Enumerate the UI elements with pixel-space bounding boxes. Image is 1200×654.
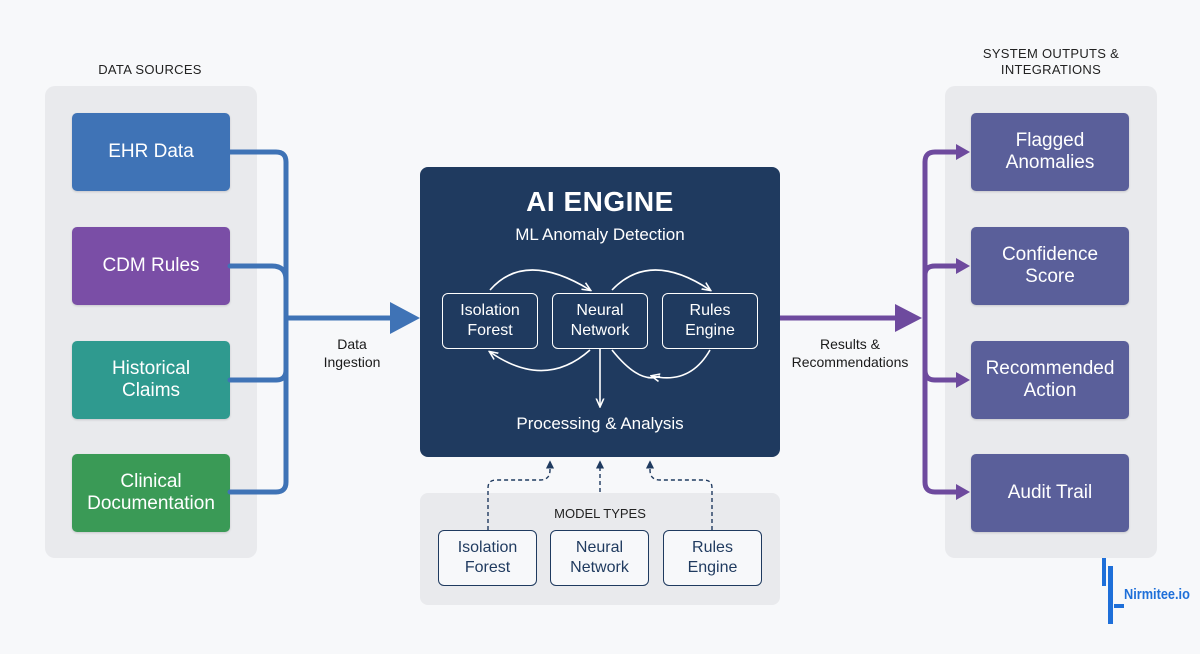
model-types-title: MODEL TYPES <box>554 506 646 521</box>
output-label: Flagged Anomalies <box>1005 130 1095 173</box>
source-label: CDM Rules <box>102 255 200 276</box>
output-arrowhead-4 <box>956 484 970 500</box>
output-label: Confidence Score <box>1001 244 1099 287</box>
model-type-neural-network[interactable]: Neural Network <box>550 530 649 586</box>
output-arrowhead-2 <box>956 258 970 274</box>
model-label: Isolation Forest <box>460 302 520 339</box>
model-type-label: Neural Network <box>570 539 629 576</box>
source-cdm-rules[interactable]: CDM Rules <box>72 227 230 305</box>
model-label: Neural Network <box>570 302 630 339</box>
nirmitee-logo-text: Nirmitee.io <box>1124 586 1190 603</box>
model-type-rules-engine[interactable]: Rules Engine <box>663 530 762 586</box>
engine-model-rules-engine[interactable]: Rules Engine <box>662 293 758 349</box>
model-type-connectors <box>487 460 713 530</box>
source-label: EHR Data <box>108 141 194 162</box>
results-recommendations-label: Results & Recommendations <box>791 336 909 370</box>
engine-model-isolation-forest[interactable]: Isolation Forest <box>442 293 538 349</box>
source-clinical-documentation[interactable]: Clinical Documentation <box>72 454 230 532</box>
data-ingestion-label: Data Ingestion <box>323 336 381 370</box>
ai-engine-box <box>420 167 780 457</box>
model-type-label: Isolation Forest <box>457 539 518 576</box>
data-sources-title: DATA SOURCES <box>98 62 202 77</box>
output-arrowhead-3 <box>956 372 970 388</box>
model-type-label: Rules Engine <box>687 539 738 576</box>
ingestion-connectors <box>227 149 395 495</box>
ai-engine-title: AI ENGINE <box>526 186 674 217</box>
ingestion-arrowhead <box>390 302 420 334</box>
output-connectors <box>777 149 960 495</box>
source-historical-claims[interactable]: Historical Claims <box>72 341 230 419</box>
output-flagged-anomalies[interactable]: Flagged Anomalies <box>971 113 1129 191</box>
nirmitee-logo-icon <box>1102 558 1124 624</box>
model-label: Rules Engine <box>685 302 735 339</box>
output-label: Recommended Action <box>985 358 1115 401</box>
output-confidence-score[interactable]: Confidence Score <box>971 227 1129 305</box>
source-label: Clinical Documentation <box>87 471 215 514</box>
output-recommended-action[interactable]: Recommended Action <box>971 341 1129 419</box>
ai-engine-subtitle: ML Anomaly Detection <box>515 225 685 244</box>
source-ehr-data[interactable]: EHR Data <box>72 113 230 191</box>
output-label: Audit Trail <box>1007 482 1093 503</box>
model-type-isolation-forest[interactable]: Isolation Forest <box>438 530 537 586</box>
output-audit-trail[interactable]: Audit Trail <box>971 454 1129 532</box>
engine-model-neural-network[interactable]: Neural Network <box>552 293 648 349</box>
output-arrowhead-1 <box>956 144 970 160</box>
engine-cycle-arrows <box>490 269 710 406</box>
outputs-title: SYSTEM OUTPUTS & INTEGRATIONS <box>982 46 1120 77</box>
output-merge-arrowhead <box>895 304 922 332</box>
source-label: Historical Claims <box>111 358 191 401</box>
processing-analysis-label: Processing & Analysis <box>516 414 684 433</box>
